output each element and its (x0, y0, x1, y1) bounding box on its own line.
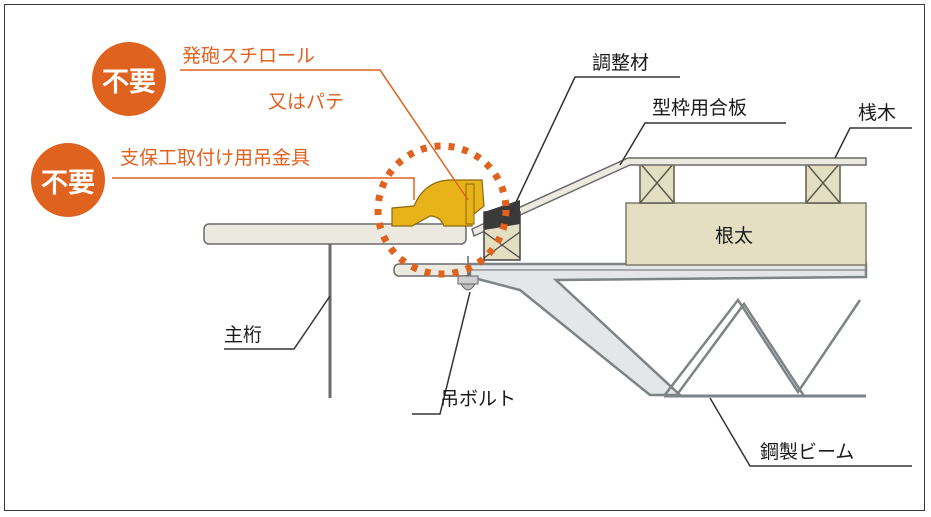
batten-left (639, 162, 675, 204)
formwork-plywood (471, 157, 867, 238)
label-adjuster: 調整材 (592, 52, 650, 74)
batten-right (805, 162, 841, 204)
label-batten: 桟木 (858, 102, 897, 124)
hanger-leader (112, 177, 415, 200)
label-putty: 又はパテ (268, 91, 345, 113)
joist (625, 202, 867, 266)
label-joist: 根太 (715, 225, 754, 247)
bolt-leader (412, 291, 471, 415)
main-girder-leader (224, 295, 331, 350)
focus-circle (374, 142, 510, 278)
badge-not-required-top: 不要 (92, 42, 166, 116)
batten-leader (834, 127, 912, 159)
foam-leader (180, 69, 469, 201)
label-hanger: 支保工取付け用吊金具 (120, 147, 311, 169)
label-main-girder: 主桁 (224, 324, 263, 346)
label-plywood: 型枠用合板 (652, 97, 748, 119)
label-hanging-bolt: 吊ボルト (440, 388, 517, 410)
hanging-bolt (457, 256, 479, 291)
steel-beam-leader (709, 397, 912, 467)
steel-beam (468, 262, 868, 398)
plywood-leader (619, 122, 786, 166)
label-foam: 発砲スチロール (182, 45, 316, 67)
adjuster-leader (509, 76, 680, 216)
badge-not-required-bottom: 不要 (31, 143, 105, 217)
main-girder-flange (203, 223, 467, 245)
diagram-frame (4, 4, 925, 511)
label-steel-beam: 鋼製ビーム (760, 441, 855, 463)
hanger-fitting (391, 179, 485, 227)
